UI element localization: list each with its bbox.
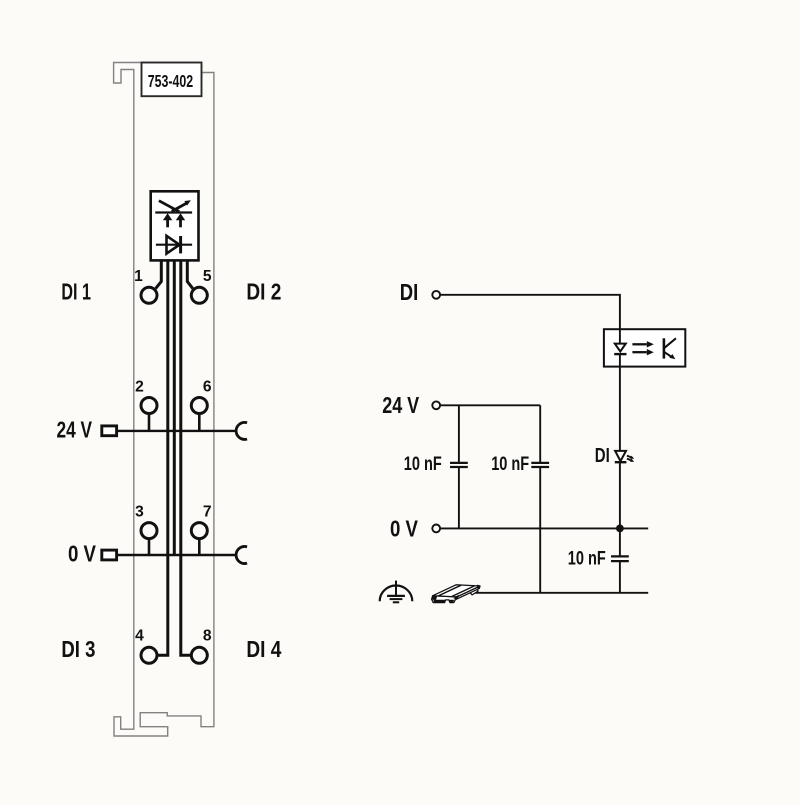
svg-text:7: 7 xyxy=(203,503,212,520)
svg-text:DI 1: DI 1 xyxy=(61,279,91,305)
svg-text:10 nF: 10 nF xyxy=(404,453,442,475)
svg-text:DI 2: DI 2 xyxy=(246,279,281,305)
svg-text:4: 4 xyxy=(135,628,144,645)
svg-text:753-402: 753-402 xyxy=(148,71,194,91)
svg-text:10 nF: 10 nF xyxy=(491,453,529,475)
svg-text:5: 5 xyxy=(203,268,212,285)
svg-text:DI 3: DI 3 xyxy=(61,636,95,662)
svg-text:8: 8 xyxy=(203,628,212,645)
svg-text:0 V: 0 V xyxy=(390,515,419,541)
svg-text:0 V: 0 V xyxy=(68,541,97,567)
svg-text:24 V: 24 V xyxy=(57,417,93,443)
svg-text:3: 3 xyxy=(135,503,144,520)
svg-text:2: 2 xyxy=(135,379,144,396)
svg-text:DI 4: DI 4 xyxy=(246,636,281,662)
svg-text:DI: DI xyxy=(400,279,419,305)
svg-text:10 nF: 10 nF xyxy=(568,547,606,569)
svg-text:DI: DI xyxy=(595,444,610,467)
svg-text:1: 1 xyxy=(134,268,143,285)
svg-text:6: 6 xyxy=(203,379,212,396)
svg-text:24 V: 24 V xyxy=(382,392,420,418)
